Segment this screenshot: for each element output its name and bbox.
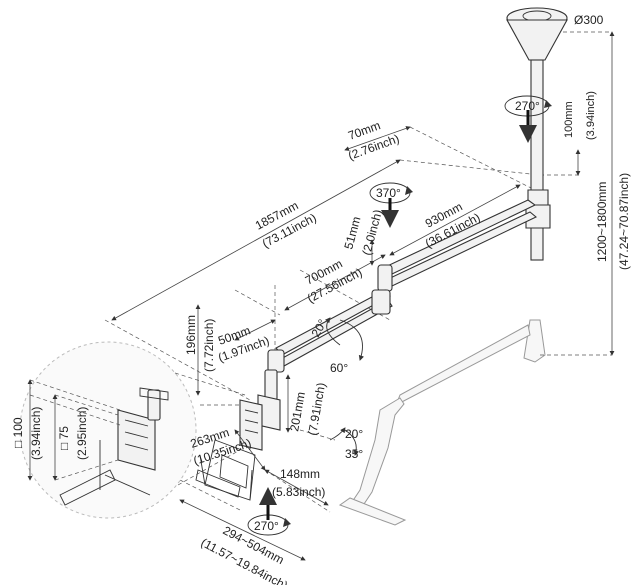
rotation-bottom: 270°	[247, 487, 291, 536]
joint-51-mm: 51mm	[341, 215, 363, 251]
ceiling-pole	[506, 7, 568, 261]
rotation-bottom-label: 270°	[254, 519, 279, 533]
holder-148-inch: (5.83inch)	[272, 485, 325, 499]
rotation-top-label: 270°	[515, 99, 540, 113]
top-adjust-inch: (3.94inch)	[585, 91, 597, 140]
height-range-inch: (47.24~70.87inch)	[617, 173, 631, 270]
dimension-lines	[27, 31, 615, 561]
angle-arcs	[325, 317, 364, 456]
vesa-100-inch: (3.94inch)	[29, 407, 43, 460]
head-201-mm: 201mm	[287, 391, 308, 433]
base-diameter-label: Ø300	[574, 13, 604, 27]
ghost-arm-lowered	[338, 319, 546, 526]
drop-196-mm: 196mm	[184, 315, 198, 355]
arm-down-angle: 60°	[330, 361, 348, 375]
rotation-middle: 370°	[369, 182, 413, 228]
vesa-75-label: □ 75	[57, 426, 71, 450]
rotation-middle-label: 370°	[376, 186, 401, 200]
tilt-down-angle: 35°	[345, 447, 363, 461]
detail-callout	[19, 341, 246, 519]
vesa-75-inch: (2.95inch)	[75, 407, 89, 460]
rotation-top: 270°	[504, 95, 552, 143]
holder-148-mm: 148mm	[280, 467, 320, 481]
second-arm	[267, 289, 393, 373]
height-range-mm: 1200~1800mm	[595, 182, 609, 262]
top-adjust-mm: 100mm	[563, 101, 575, 138]
joint-51-inch: (2.0inch)	[359, 208, 385, 257]
vesa-100-label: □ 100	[11, 417, 25, 448]
tilt-up-angle: 20°	[345, 427, 363, 441]
head-201-inch: (7.91inch)	[305, 382, 328, 437]
drop-196-inch: (7.72inch)	[202, 319, 216, 372]
